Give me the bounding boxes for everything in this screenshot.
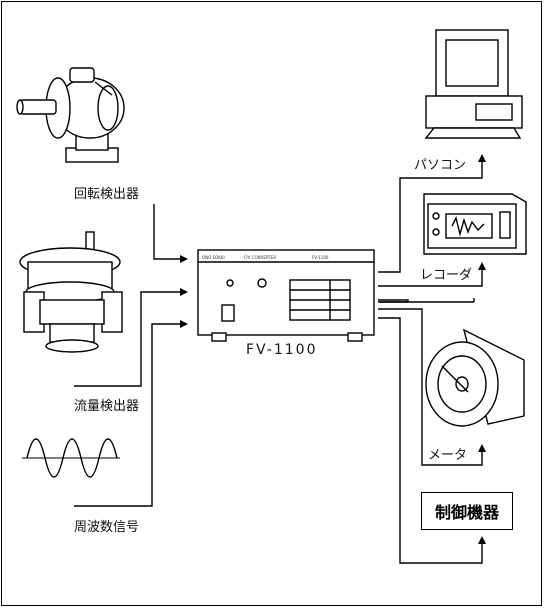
recorder-icon bbox=[423, 193, 527, 255]
output-lines bbox=[378, 154, 486, 564]
meter-icon bbox=[425, 328, 525, 427]
flow-detector-label: 流量検出器 bbox=[74, 399, 140, 414]
svg-text:FV-1100: FV-1100 bbox=[312, 255, 329, 260]
sine-wave-icon bbox=[26, 438, 118, 478]
control-device-box: 制御機器 bbox=[421, 492, 513, 530]
fv-1100-device bbox=[197, 249, 375, 342]
recorder-label: レコーダ bbox=[420, 268, 473, 283]
meter-label: メータ bbox=[428, 448, 468, 463]
input-lines bbox=[74, 204, 188, 507]
control-device-label: 制御機器 bbox=[434, 503, 499, 522]
rotation-detector-label: 回転検出器 bbox=[74, 187, 140, 202]
model-name: FV-1100 bbox=[246, 342, 318, 358]
svg-text:ONO SOKKI: ONO SOKKI bbox=[202, 255, 225, 260]
svg-text:F/V CONVERTER: F/V CONVERTER bbox=[244, 255, 276, 260]
frequency-signal-label: 周波数信号 bbox=[74, 520, 140, 535]
flow-detector-icon bbox=[19, 231, 123, 353]
rotation-detector-icon bbox=[16, 67, 125, 163]
pc-icon bbox=[424, 29, 523, 139]
pc-label: パソコン bbox=[414, 158, 467, 173]
